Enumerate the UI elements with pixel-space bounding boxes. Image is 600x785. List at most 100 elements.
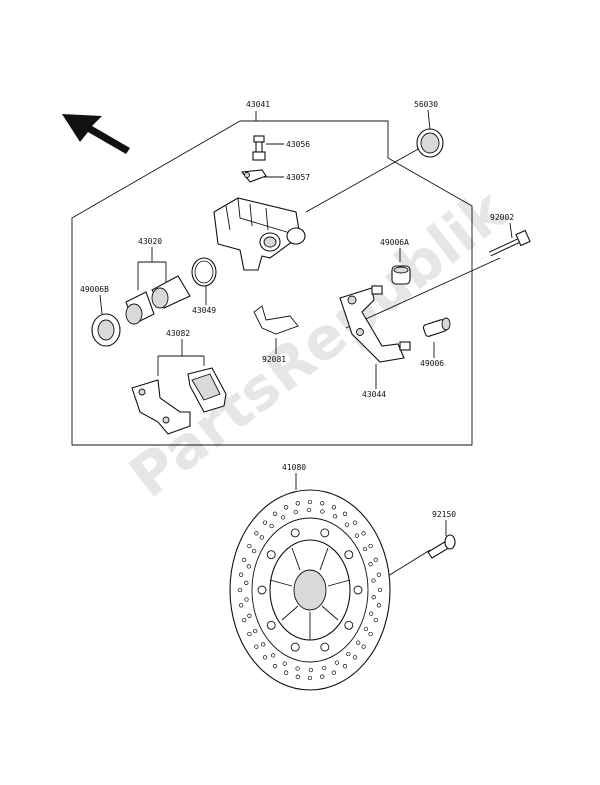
label-56030[interactable]: 56030 xyxy=(414,100,438,109)
disc-hole xyxy=(247,613,252,618)
label-43049[interactable]: 43049 xyxy=(192,306,216,315)
disc-hole xyxy=(373,617,378,623)
label-41080[interactable]: 41080 xyxy=(282,463,306,472)
disc-hole xyxy=(346,651,351,657)
disc-hole xyxy=(280,515,286,520)
disc-rivet xyxy=(344,620,354,630)
label-490068[interactable]: 49006B xyxy=(80,285,109,294)
disc-hole xyxy=(308,667,314,673)
disc-hole xyxy=(293,509,298,515)
disc-hole xyxy=(333,514,338,519)
disc-hole xyxy=(376,572,382,577)
disc-rivet xyxy=(344,550,354,560)
disc-hole xyxy=(252,628,258,634)
disc-hole xyxy=(237,587,243,593)
label-49006[interactable]: 49006 xyxy=(420,359,444,368)
disc-hole xyxy=(331,505,337,510)
watermark: PartsRepublik xyxy=(117,175,521,511)
assembly-outline xyxy=(71,120,473,446)
disc-hole xyxy=(251,548,257,554)
label-49006a[interactable]: 49006A xyxy=(380,238,409,247)
part-92002-bolt[interactable] xyxy=(488,229,531,257)
label-43056[interactable]: 43056 xyxy=(286,140,310,149)
disc-rivet xyxy=(320,528,330,538)
disc-hole xyxy=(269,523,274,529)
disc-hole xyxy=(342,511,348,516)
disc-hole xyxy=(368,543,373,549)
part-caliper-body[interactable] xyxy=(213,197,306,271)
disc-hole xyxy=(368,562,373,567)
label-43020[interactable]: 43020 xyxy=(138,237,162,246)
disc-hole xyxy=(320,501,325,506)
disc-hole xyxy=(244,597,249,602)
disc-hole xyxy=(259,535,264,540)
disc-hole xyxy=(254,644,259,649)
disc-hole xyxy=(283,670,289,675)
part-43056-bleed-valve[interactable] xyxy=(252,135,266,161)
disc-hole xyxy=(238,572,244,577)
disc-hole xyxy=(320,509,325,514)
disc-hole xyxy=(295,501,300,506)
disc-hole xyxy=(361,531,366,536)
disc-hole xyxy=(262,655,268,660)
disc-hole xyxy=(377,587,383,593)
part-43044-bracket[interactable] xyxy=(339,285,411,363)
part-49006-pin[interactable] xyxy=(422,317,451,337)
direction-arrow-icon xyxy=(62,114,130,154)
disc-hole xyxy=(254,531,259,536)
disc-hole xyxy=(361,644,366,649)
disc-hole xyxy=(320,674,325,679)
part-56030-cap[interactable] xyxy=(416,128,444,158)
label-92081[interactable]: 92081 xyxy=(262,355,286,364)
disc-hole xyxy=(322,665,327,671)
disc-rivet xyxy=(290,642,300,652)
label-92002[interactable]: 92002 xyxy=(490,213,514,222)
part-43082-pad-set[interactable] xyxy=(131,367,227,435)
part-43057-bleed-cap[interactable] xyxy=(240,169,267,183)
label-43057[interactable]: 43057 xyxy=(286,173,310,182)
disc-hole xyxy=(362,546,368,552)
part-92081-spring[interactable] xyxy=(253,305,299,335)
disc-hole xyxy=(331,670,337,675)
disc-hole xyxy=(307,499,313,505)
disc-hole xyxy=(283,505,289,510)
disc-hole xyxy=(354,533,360,538)
disc-hole xyxy=(247,543,252,549)
disc-rivet xyxy=(353,585,363,595)
part-41080-brake-disc[interactable] xyxy=(229,489,391,691)
disc-hole xyxy=(295,666,300,671)
disc-hole xyxy=(371,578,376,583)
part-43020-pistons[interactable] xyxy=(125,275,191,325)
disc-rivet xyxy=(257,585,267,595)
disc-hole xyxy=(344,522,350,527)
disc-hole xyxy=(342,664,348,669)
disc-rivet xyxy=(290,528,300,538)
disc-hole xyxy=(352,520,358,525)
part-43049-ring[interactable] xyxy=(191,257,217,287)
part-490068-seal[interactable] xyxy=(91,313,121,347)
label-43041[interactable]: 43041 xyxy=(246,100,270,109)
label-92150[interactable]: 92150 xyxy=(432,510,456,519)
disc-hole xyxy=(352,655,358,660)
disc-hole xyxy=(272,664,278,669)
disc-hole xyxy=(369,611,374,616)
part-49006a-boot[interactable] xyxy=(391,265,411,285)
part-92150-bolt[interactable] xyxy=(427,534,456,559)
label-43082[interactable]: 43082 xyxy=(166,329,190,338)
disc-hole xyxy=(368,631,373,637)
disc-hole xyxy=(307,675,313,681)
disc-hole xyxy=(373,557,378,563)
disc-hole xyxy=(244,580,249,585)
disc-hole xyxy=(247,631,252,637)
disc-hole xyxy=(295,674,300,679)
disc-hole xyxy=(272,511,278,516)
disc-rivet xyxy=(320,642,330,652)
disc-rivet xyxy=(266,550,276,560)
disc-hole xyxy=(356,640,361,645)
disc-hole xyxy=(260,642,266,647)
disc-hole xyxy=(282,661,287,666)
disc-hole xyxy=(376,603,382,608)
disc-hole xyxy=(242,557,247,563)
label-43044[interactable]: 43044 xyxy=(362,390,386,399)
